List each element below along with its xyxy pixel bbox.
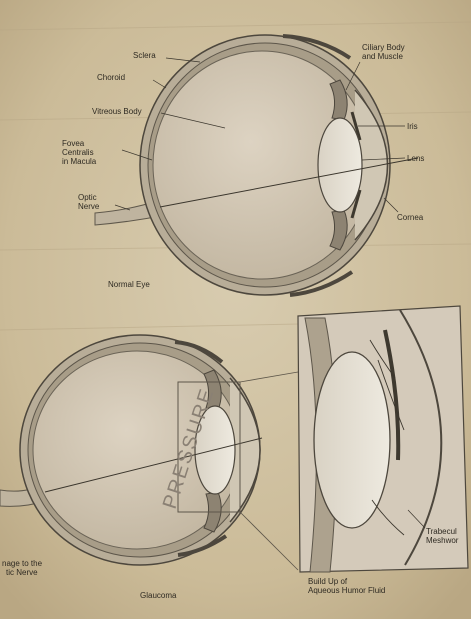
label-lens: Lens <box>407 154 424 163</box>
label-trabecular-line-1: Trabecul <box>426 527 457 536</box>
label-sclera: Sclera <box>133 51 156 60</box>
lens <box>318 118 362 212</box>
label-choroid: Choroid <box>97 73 125 82</box>
label-damage-line-1: nage to the <box>2 559 43 568</box>
label-fovea-line-1: Fovea <box>62 139 85 148</box>
label-ciliary-line-1: Ciliary Body <box>362 43 405 52</box>
inset-lens <box>314 352 390 528</box>
label-vitreous-body: Vitreous Body <box>92 107 142 116</box>
inset-panel: Trabecul Meshwor Build Up of Aqueous Hum… <box>298 306 468 595</box>
label-fovea-line-3: in Macula <box>62 157 97 166</box>
label-fovea-line-2: Centralis <box>62 148 94 157</box>
caption-inset-line-2: Aqueous Humor Fluid <box>308 586 385 595</box>
label-damage-line-2: tic Nerve <box>6 568 38 577</box>
label-trabecular-line-2: Meshwor <box>426 536 459 545</box>
label-ciliary-line-2: and Muscle <box>362 52 403 61</box>
caption-normal-eye: Normal Eye <box>108 280 150 289</box>
label-optic-line-1: Optic <box>78 193 97 202</box>
label-iris: Iris <box>407 122 418 131</box>
caption-inset-line-1: Build Up of <box>308 577 348 586</box>
label-cornea: Cornea <box>397 213 424 222</box>
caption-glaucoma: Glaucoma <box>140 591 177 600</box>
label-optic-line-2: Nerve <box>78 202 100 211</box>
